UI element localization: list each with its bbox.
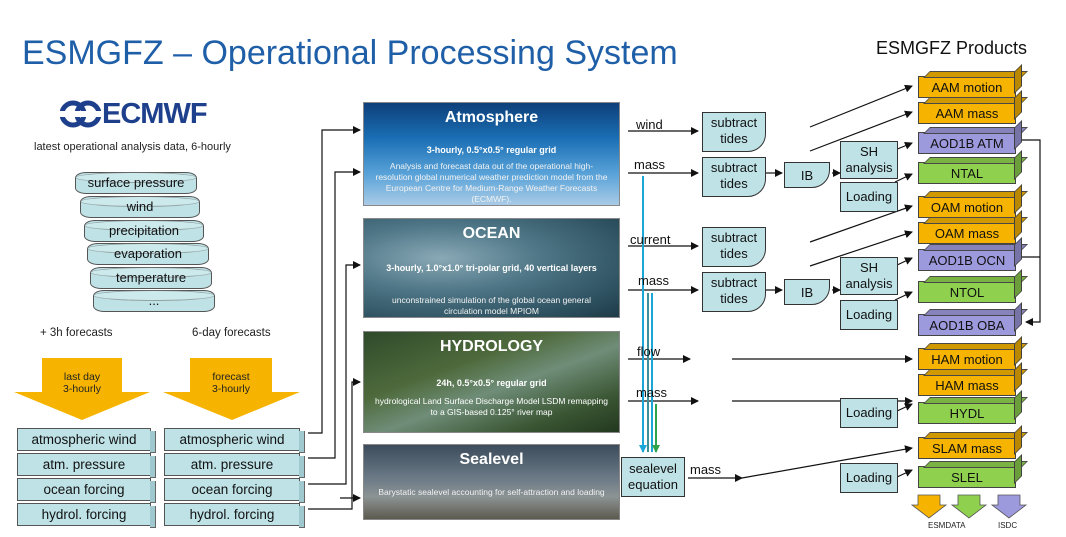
step-loading-sl: Loading [840, 463, 898, 493]
panel-atmosphere-grid: 3-hourly, 0.5°x0.5° regular grid [426, 145, 557, 155]
panel-sealevel-title: Sealevel [459, 451, 524, 468]
product-hydl: HYDL [918, 402, 1016, 424]
step-loading-atm: Loading [840, 182, 898, 212]
variable-surface-pressure: surface pressure [75, 172, 197, 194]
ecmwf-logo: ECMWF [59, 98, 235, 130]
forecast-right-caption: 6-day forecasts [192, 327, 271, 339]
product-ntol: NTOL [918, 281, 1016, 303]
block-right-ocean-forcing: ocean forcing [164, 478, 305, 503]
step-sh-analysis-atm: SH analysis [840, 141, 898, 179]
variable-more: ... [93, 290, 215, 312]
panel-sealevel-desc: Barystatic sealevel accounting for self-… [378, 487, 605, 497]
step-subtract-tides-atm-mass: subtract tides [702, 157, 766, 197]
product-ntal: NTAL [918, 162, 1016, 184]
step-sealevel-equation: sealevel equation [621, 457, 685, 497]
product-aam-motion: AAM motion [918, 76, 1016, 98]
page-title: ESMGFZ – Operational Processing System [22, 34, 678, 72]
ecmwf-caption: latest operational analysis data, 6-hour… [34, 141, 231, 153]
flow-label-current: current [630, 232, 671, 247]
panel-atmosphere-desc: Analysis and forecast data out of the op… [375, 161, 608, 204]
block-left-ocean-forcing: ocean forcing [17, 478, 156, 503]
panel-ocean-title: OCEAN [462, 225, 521, 242]
panel-ocean-desc: unconstrained simulation of the global o… [392, 295, 591, 316]
step-subtract-tides-ocn-mass: subtract tides [702, 272, 766, 312]
forecast-arrows [14, 358, 300, 420]
panel-sealevel: Sealevel Barystatic sealevel accounting … [363, 444, 620, 520]
product-aam-mass: AAM mass [918, 102, 1016, 124]
product-aod1b-atm: AOD1B ATM [918, 132, 1016, 154]
arrow-right-label: forecast 3-hourly [212, 371, 250, 395]
flow-label-flow: flow [637, 344, 661, 359]
panel-atmosphere-title: Atmosphere [444, 109, 539, 126]
step-loading-ocn: Loading [840, 300, 898, 330]
flow-label-wind: wind [636, 117, 663, 132]
legend-esmdata: ESMDATA [928, 521, 966, 530]
step-sh-analysis-ocn: SH analysis [840, 257, 898, 295]
mass-feed-lines [639, 176, 660, 453]
panel-ocean-grid: 3-hourly, 1.0°x1.0° tri-polar grid, 40 v… [386, 263, 597, 273]
product-ham-motion: HAM motion [918, 348, 1016, 370]
panel-hydrology-desc: hydrological Land Surface Discharge Mode… [375, 396, 608, 417]
legend-isdc: ISDC [998, 521, 1018, 530]
block-right-atmospheric-wind: atmospheric wind [164, 428, 305, 453]
block-left-atmospheric-wind: atmospheric wind [17, 428, 156, 453]
product-oam-mass: OAM mass [918, 222, 1016, 244]
block-left-atm-pressure: atm. pressure [17, 453, 156, 478]
legend-arrows [910, 494, 1028, 519]
panel-hydrology-grid: 24h, 0.5°x0.5° regular grid [436, 378, 547, 388]
variable-temperature: temperature [90, 267, 212, 289]
input-connectors [308, 126, 361, 510]
panel-hydrology: HYDROLOGY 24h, 0.5°x0.5° regular grid hy… [363, 331, 620, 433]
block-left-hydrol-forcing: hydrol. forcing [17, 503, 156, 528]
flow-label-mass-ocn: mass [638, 273, 670, 288]
forecast-left-caption: + 3h forecasts [40, 327, 113, 339]
product-ham-mass: HAM mass [918, 374, 1016, 396]
step-loading-hyd: Loading [840, 398, 898, 428]
product-aod1b-ocn: AOD1B OCN [918, 249, 1016, 271]
product-oam-motion: OAM motion [918, 196, 1016, 218]
block-right-atm-pressure: atm. pressure [164, 453, 305, 478]
product-slam-mass: SLAM mass [918, 437, 1016, 459]
variable-wind: wind [80, 196, 200, 218]
product-slel: SLEL [918, 466, 1016, 488]
products-title: ESMGFZ Products [876, 38, 1028, 58]
product-aod1b-oba: AOD1B OBA [918, 314, 1016, 336]
variable-evaporation: evaporation [87, 243, 209, 265]
step-subtract-tides-atm-wind: subtract tides [702, 112, 766, 152]
variable-precipitation: precipitation [84, 220, 204, 242]
flow-arrows [628, 84, 1041, 482]
panel-hydrology-title: HYDROLOGY [439, 338, 544, 355]
flow-label-mass-sl: mass [690, 462, 722, 477]
step-subtract-tides-ocn-current: subtract tides [702, 227, 766, 267]
step-ib-atm: IB [784, 162, 830, 188]
flow-label-mass-atm: mass [634, 157, 666, 172]
block-right-hydrol-forcing: hydrol. forcing [164, 503, 305, 528]
flow-label-mass-hyd: mass [636, 385, 668, 400]
panel-ocean: OCEAN 3-hourly, 1.0°x1.0° tri-polar grid… [363, 218, 620, 318]
ecmwf-logo-icon [59, 100, 102, 128]
panel-atmosphere: Atmosphere 3-hourly, 0.5°x0.5° regular g… [363, 102, 620, 206]
step-ib-ocn: IB [784, 279, 830, 305]
ecmwf-logo-text: ECMWF [102, 98, 208, 130]
arrow-left-label: last day 3-hourly [63, 371, 101, 395]
